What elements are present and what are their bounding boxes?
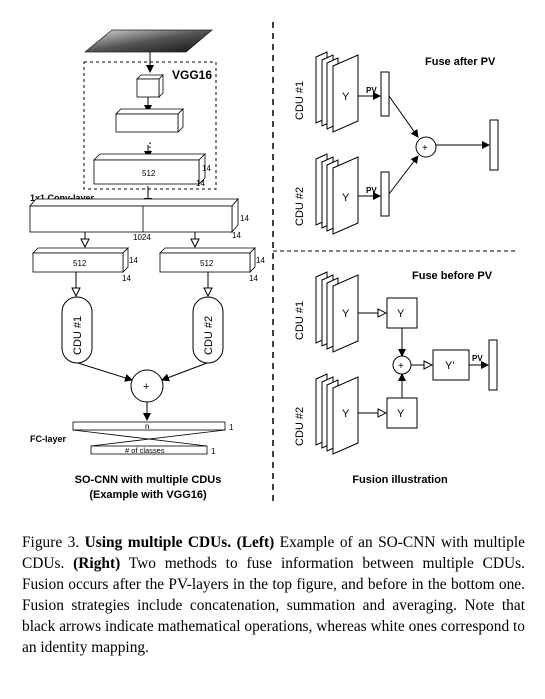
top-pv2-label: PV: [366, 186, 377, 195]
figure-caption: Figure 3. Using multiple CDUs. (Left) Ex…: [22, 532, 525, 658]
right-bottom-panel: Fuse before PV CDU #1 Y Y CDU #2 Y Y + Y…: [294, 270, 498, 486]
top-sum-plus: +: [422, 143, 428, 154]
bottom-y2-box-label: Y: [397, 408, 405, 420]
fc-layer-label: FC-layer: [30, 434, 67, 444]
fuse-after-title: Fuse after PV: [425, 56, 496, 68]
cdu1-capsule: [61, 296, 93, 364]
bottom-y2: Y: [342, 408, 350, 420]
top-pv1-label: PV: [366, 86, 377, 95]
figure-diagram: VGG16 ⋮ 512 14 14 1x1 Conv-layer: [29, 22, 515, 502]
top-pv1-bar: [380, 71, 390, 117]
caption-left-tag: (Left): [236, 534, 275, 551]
bottom-cdu2-label: CDU #2: [294, 407, 306, 446]
branch2-channels: 512: [200, 259, 214, 268]
top-y1: Y: [342, 91, 350, 103]
left-caption-line1: SO-CNN with multiple CDUs: [75, 474, 222, 486]
top-cdu2-label: CDU #2: [294, 187, 306, 226]
conv-layer-label: 1x1 Conv-layer: [30, 193, 95, 203]
bottom-cdu1-label: CDU #1: [294, 301, 306, 340]
bottom-y1-box-label: Y: [397, 308, 405, 320]
conv-channels: 1024: [133, 233, 151, 242]
branch2-size-w: 14: [249, 274, 258, 283]
caption-fig-num: Figure 3.: [22, 534, 80, 551]
conv-size-w: 14: [232, 231, 241, 240]
vgg16-label: VGG16: [172, 68, 212, 82]
bottom-y2-box: [386, 397, 418, 429]
conv-block-1: [136, 74, 164, 98]
fc-layer-bar: [72, 421, 226, 431]
sum-plus-left: +: [143, 381, 149, 393]
fc-n: n: [145, 422, 149, 431]
conv-block-2: [115, 108, 184, 133]
feature-block-512: [93, 153, 206, 185]
right-caption: Fusion illustration: [352, 474, 448, 486]
fc-one: 1: [229, 423, 234, 432]
left-caption-line2: (Example with VGG16): [89, 489, 207, 501]
cdu2-label: CDU #2: [203, 316, 215, 355]
branch1-size-h: 14: [129, 256, 138, 265]
branch1-size-w: 14: [122, 274, 131, 283]
bottom-pv-label: PV: [472, 354, 483, 363]
feature-channels: 512: [142, 169, 156, 178]
caption-right-tag: (Right): [73, 555, 121, 572]
bottom-sum-plus: +: [398, 361, 404, 372]
conv-block-1024: [29, 197, 239, 234]
top-stack-1: [315, 51, 359, 133]
vgg16-box: [83, 61, 217, 190]
y-prime-label: Y': [445, 360, 454, 372]
right-top-panel: Fuse after PV CDU #1 Y PV CDU #2 Y PV +: [294, 51, 499, 235]
branch-block-2: [159, 247, 256, 273]
conv-size-h: 14: [240, 214, 249, 223]
input-image: [83, 29, 214, 53]
top-pv2-bar: [380, 171, 390, 217]
caption-title: Using multiple CDUs.: [84, 534, 232, 551]
left-panel: VGG16 ⋮ 512 14 14 1x1 Conv-layer: [29, 29, 265, 501]
top-output-bar: [489, 119, 499, 171]
cdu1-label: CDU #1: [72, 316, 84, 355]
top-cdu1-label: CDU #1: [294, 81, 306, 120]
classes-bar: [90, 445, 208, 455]
top-y2: Y: [342, 192, 350, 204]
branch1-channels: 512: [73, 259, 87, 268]
top-sum-node: [415, 136, 437, 158]
bottom-pv-bar: [488, 339, 498, 391]
fuse-before-title: Fuse before PV: [412, 270, 493, 282]
bottom-y1: Y: [342, 308, 350, 320]
bottom-stack-1: [315, 271, 359, 353]
top-stack-2: [315, 153, 359, 235]
bottom-stack-2: [315, 373, 359, 455]
caption-rest: Two methods to fuse information between …: [22, 555, 525, 656]
vgg-dots: ⋮: [144, 140, 156, 154]
cdu2-capsule: [192, 296, 224, 364]
bottom-y1-box: [386, 297, 418, 329]
branch-block-1: [32, 247, 129, 273]
classes-one: 1: [211, 447, 216, 456]
classes-label: # of classes: [125, 446, 165, 455]
branch2-size-h: 14: [256, 256, 265, 265]
feature-size-w: 14: [196, 179, 205, 188]
y-prime-box: [432, 349, 470, 381]
feature-size-h: 14: [202, 164, 211, 173]
caption-left-text: Example of an SO-CNN with multiple CDUs.: [22, 534, 525, 572]
